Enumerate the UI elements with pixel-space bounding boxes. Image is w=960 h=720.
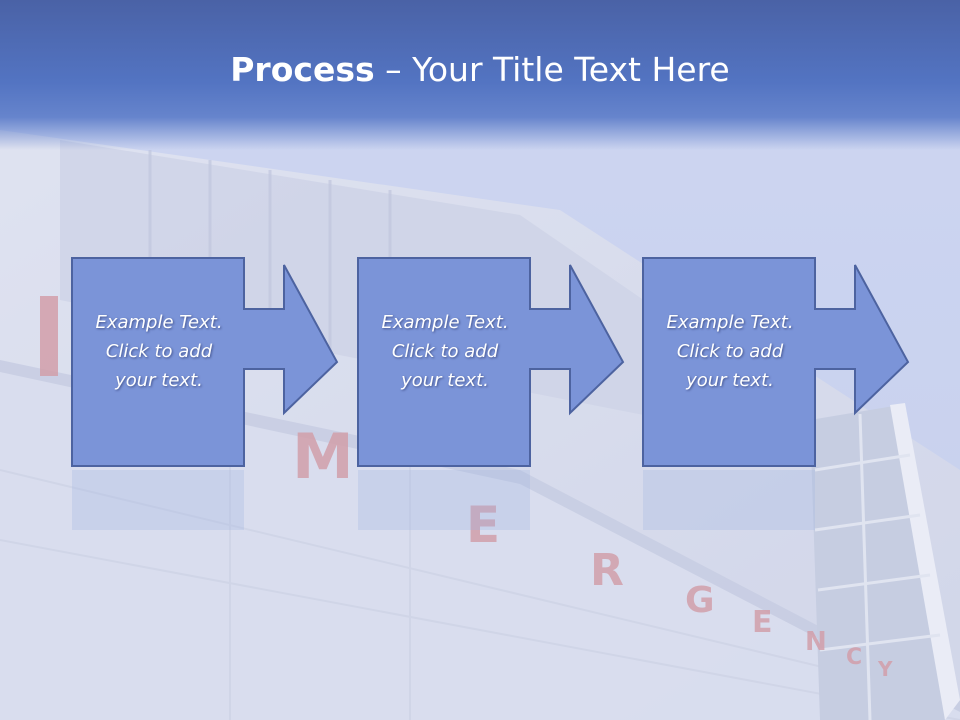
sign-letter-fragment [40, 296, 58, 376]
sign-letter: E [466, 496, 500, 554]
process-step-3[interactable]: Example Text. Click to add your text. [641, 256, 929, 530]
slide-title-rest: – Your Title Text Here [374, 50, 730, 89]
sign-letter: R [590, 545, 624, 596]
process-step-2[interactable]: Example Text. Click to add your text. [356, 256, 644, 530]
sign-letter: C [846, 645, 862, 670]
sign-letter: M [292, 420, 354, 493]
title-band [0, 0, 960, 150]
step-2-text[interactable]: Example Text. Click to add your text. [381, 312, 509, 391]
arrow-box-shape [642, 257, 910, 530]
arrow-box-shape [71, 257, 339, 530]
process-step-1[interactable]: Example Text. Click to add your text. [70, 256, 358, 530]
step-1-text[interactable]: Example Text. Click to add your text. [95, 312, 223, 391]
step-3-text[interactable]: Example Text. Click to add your text. [666, 312, 794, 391]
sign-letter: Y [877, 657, 893, 681]
sign-letter: E [752, 605, 773, 640]
sign-letter: N [805, 627, 827, 657]
sign-letter: G [685, 580, 715, 621]
arrow-box-shape [357, 257, 625, 530]
slide-title-bold: Process [230, 50, 375, 89]
slide-title[interactable]: Process – Your Title Text Here [0, 50, 960, 89]
